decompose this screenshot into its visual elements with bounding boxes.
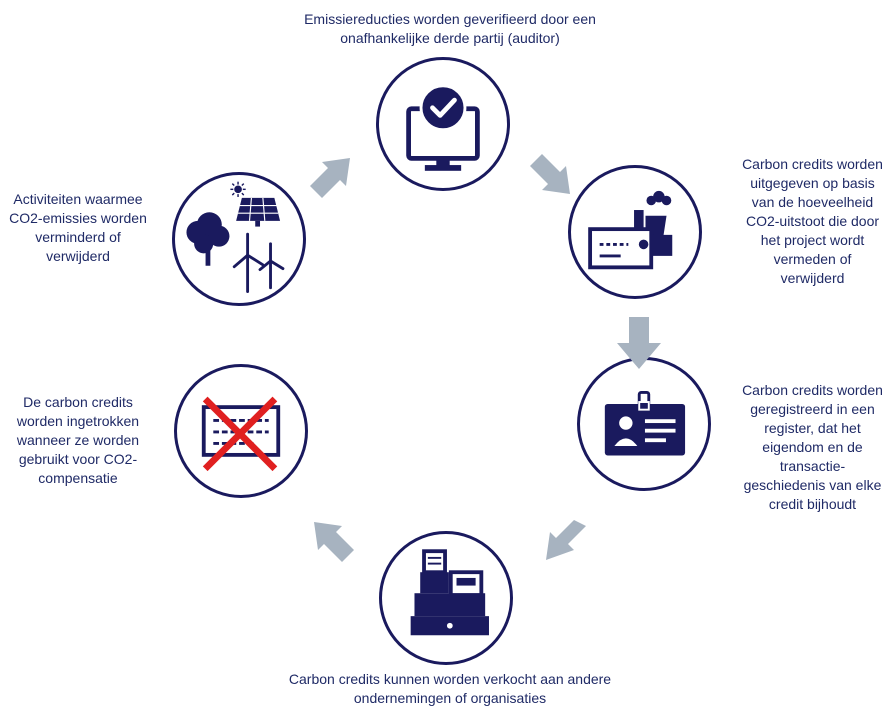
step-circle-registry (577, 357, 711, 491)
arrow-sale-to-retirement (314, 522, 354, 562)
factory-certificate-icon (588, 190, 673, 270)
cancelled-certificate-icon (201, 396, 281, 472)
arrow-verification-to-issuance (530, 154, 570, 194)
step-label-verification: Emissiereducties worden geverifieerd doo… (304, 11, 596, 46)
step-circle-retirement (174, 364, 308, 498)
step-label-issuance: Carbon credits worden uitgegeven op basi… (742, 156, 883, 286)
step-circle-sale (379, 531, 513, 665)
step-circle-activities (172, 172, 306, 306)
step-label-registry: Carbon credits worden geregistreerd in e… (742, 382, 883, 512)
step-label-retirement: De carbon credits worden ingetrokken wan… (16, 394, 140, 486)
step-circle-issuance (568, 165, 702, 299)
step-label-activities: Activiteiten waarmee CO2-emissies worden… (9, 191, 147, 264)
cash-register-icon (410, 549, 489, 636)
id-card-icon (604, 391, 686, 456)
arrow-registry-to-sale (546, 520, 586, 560)
tree-solar-wind-icon (186, 181, 285, 293)
arrow-activities-to-verification (310, 158, 350, 198)
step-label-sale: Carbon credits kunnen worden verkocht aa… (288, 671, 612, 706)
monitor-checkmark-icon (406, 84, 480, 171)
arrow-issuance-to-registry (617, 317, 661, 369)
step-circle-verification (376, 57, 510, 191)
